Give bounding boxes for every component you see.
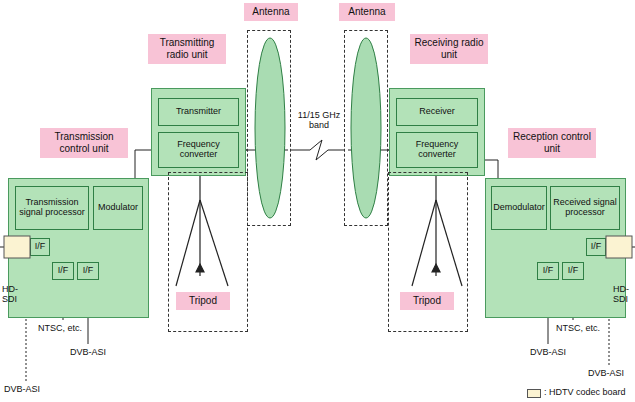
signal-label: HD-SDI [613, 284, 635, 305]
control-unit: Reception control unitDemodulatorReceive… [485, 178, 626, 318]
tripod-region: Tripod [388, 172, 468, 332]
box-text: Demodulator [493, 203, 545, 213]
unit-label: Transmitting radio unit [148, 34, 226, 64]
antenna-region: Antenna [247, 30, 291, 226]
legend-text: : HDTV codec board [544, 387, 626, 397]
unit-label: Antenna [339, 3, 395, 21]
box-text: Frequency converter [160, 140, 237, 160]
unit-label: Receiving radio unit [410, 34, 488, 64]
tripod-legs [176, 176, 462, 286]
interface-box: I/F [562, 262, 584, 280]
box-text: I/F [543, 266, 554, 276]
connector [291, 140, 344, 160]
legend-swatch [527, 389, 541, 398]
interface-box: I/F [30, 238, 50, 256]
unit-label: Tripod [400, 292, 454, 310]
signal-label: NTSC, etc. [30, 323, 90, 333]
interface-box: I/F [77, 262, 99, 280]
interface-box: I/F [586, 238, 606, 256]
unit-label: Tripod [176, 292, 230, 310]
box-text: Transmission signal processor [17, 198, 87, 218]
box-text: I/F [83, 266, 94, 276]
process-box: Transmitter [158, 98, 239, 126]
box-text: Receiver [419, 107, 455, 117]
box-text: Received signal processor [552, 198, 618, 218]
box-text: I/F [568, 266, 579, 276]
signal-label: DVB-ASI [4, 384, 54, 394]
signal-label: DVB-ASI [58, 347, 118, 357]
box-text: I/F [591, 242, 602, 252]
link-label: 11/15 GHz band [296, 110, 342, 131]
tripod-region: Tripod [168, 172, 248, 332]
signal-label: DVB-ASI [588, 368, 632, 378]
control-unit: Transmission control unitTransmission si… [8, 178, 149, 318]
codec-board [606, 236, 632, 258]
process-box: Frequency converter [158, 132, 239, 168]
codec-board [4, 236, 30, 258]
box-text: Modulator [98, 203, 138, 213]
process-box: Received signal processor [550, 186, 620, 230]
box-text: Frequency converter [398, 140, 476, 160]
process-box: Demodulator [491, 186, 547, 230]
unit-label: Transmission control unit [40, 128, 128, 158]
signal-label: HD-SDI [2, 284, 24, 305]
unit-label: Antenna [244, 3, 298, 21]
box-text: I/F [58, 266, 69, 276]
radio-unit: Receiving radio unitReceiverFrequency co… [389, 88, 485, 176]
radio-unit: Transmitting radio unitTransmitterFreque… [151, 88, 246, 176]
box-text: I/F [35, 242, 46, 252]
process-box: Modulator [93, 186, 143, 230]
process-box: Frequency converter [396, 132, 478, 168]
signal-label: DVB-ASI [518, 347, 578, 357]
antenna-dish [239, 38, 397, 218]
process-box: Transmission signal processor [15, 186, 89, 230]
process-box: Receiver [396, 98, 478, 126]
antenna-region: Antenna [344, 30, 388, 226]
box-text: Transmitter [176, 107, 221, 117]
interface-box: I/F [52, 262, 74, 280]
interface-box: I/F [537, 262, 559, 280]
unit-label: Reception control unit [508, 128, 596, 158]
signal-label: NTSC, etc. [548, 323, 608, 333]
